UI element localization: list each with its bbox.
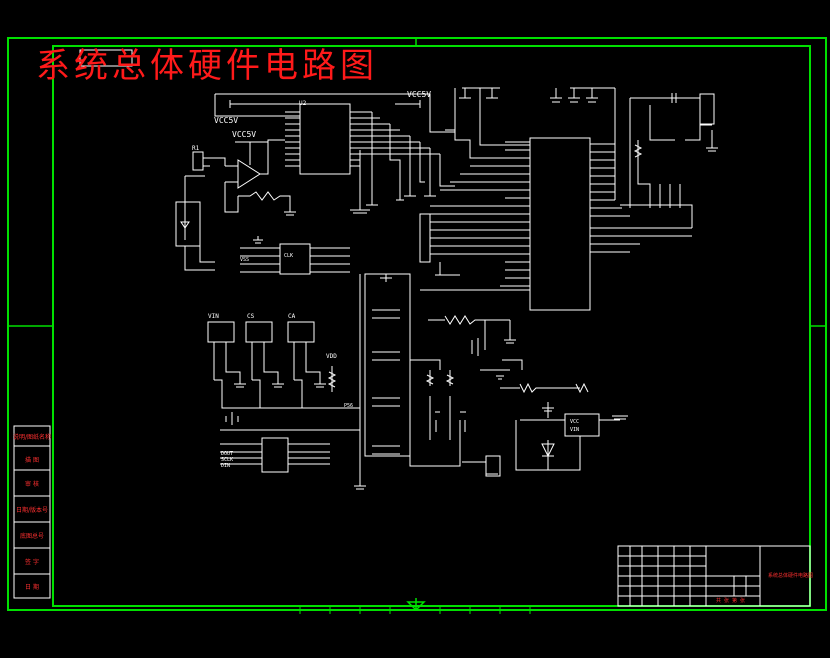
ca-header-label: CA [288,313,296,320]
regulator-vin-label: VIN [570,427,580,433]
drawing-title: 系统总体硬件电路图 [36,46,378,86]
r1-label: R1 [192,145,200,152]
vss-label: VSS [240,257,250,263]
inner-frame [52,45,811,607]
cs-header-label: CS [247,313,255,320]
vdd-label: VDD [326,353,337,360]
side-row-3: 审 核 [25,481,39,488]
din-label: DIN [221,463,231,469]
title-block [617,545,811,607]
title-block-drawing-name: 系统总体硬件电路图 [768,573,814,579]
vcc-label-top: VCC5V [407,90,432,99]
side-row-6: 签 字 [25,559,39,566]
circuit-wires [175,87,718,490]
title-tab [79,49,133,67]
side-row-2: 描 图 [25,457,39,464]
side-row-7: 日 期 [25,584,39,591]
title-block-sheet-info: 共 张 第 张 [716,598,746,604]
side-row-1: 说明/图纸名称 [12,434,52,441]
p56-label: P56 [344,403,354,409]
u2-label: U2 [299,100,307,107]
side-row-5: 底图总号 [19,533,44,540]
bottom-ruler [299,606,531,614]
sclk-label: SCLK [221,457,234,463]
dout-label: DOUT [221,451,234,457]
regulator-vcc-label: VCC [570,419,580,425]
vcc-label-opamp: VCC5V [232,130,257,139]
side-row-4: 日期/版本号 [15,507,49,514]
clk-label: CLK [284,253,294,259]
frame-center-marks [8,38,826,612]
vcc-label-left: VCC5V [214,116,239,125]
side-stamp-block [13,425,51,599]
vin-header-label: VIN [208,313,219,320]
